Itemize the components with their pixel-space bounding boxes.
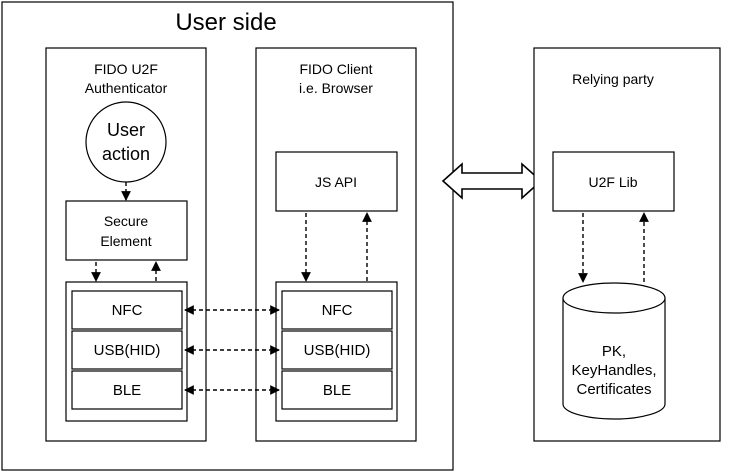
user-side-title: User side [175, 9, 276, 36]
u2f-lib-label: U2F Lib [588, 174, 637, 190]
js-api-label: JS API [315, 174, 357, 190]
authenticator-title-line1: FIDO U2F [94, 61, 158, 77]
user-action-line1: User [107, 120, 145, 140]
client-nfc-node [281, 290, 393, 330]
client-ble-label: BLE [323, 382, 351, 399]
user-side-relying-party-arrow [441, 162, 543, 200]
authenticator-nfc-label: NFC [112, 302, 143, 319]
client-ble-node [281, 370, 393, 410]
relying-party-title: Relying party [572, 71, 654, 87]
client-title-line1: FIDO Client [299, 61, 372, 77]
db-label-line1: PK, [602, 343, 626, 360]
db-label-line3: Certificates [576, 381, 651, 398]
js-api-node [275, 151, 398, 212]
authenticator-usb-node [71, 330, 183, 370]
authenticator-usb-label: USB(HID) [94, 342, 161, 359]
client-usb-node [281, 330, 393, 370]
key-database-cylinder [562, 282, 666, 420]
authenticator-ble-label: BLE [113, 382, 141, 399]
secure-element-line2: Element [100, 233, 151, 249]
user-action-line2: action [102, 144, 150, 164]
authenticator-nfc-node [71, 290, 183, 330]
authenticator-ble-node [71, 370, 183, 410]
client-nfc-label: NFC [322, 302, 353, 319]
secure-element-node [65, 200, 188, 261]
client-title-line2: i.e. Browser [299, 80, 373, 96]
db-label-line2: KeyHandles, [571, 362, 656, 379]
secure-element-line1: Secure [104, 213, 149, 229]
client-usb-label: USB(HID) [304, 342, 371, 359]
u2f-lib-node [552, 151, 675, 212]
user-action-node [85, 101, 167, 183]
authenticator-title-line2: Authenticator [85, 80, 168, 96]
